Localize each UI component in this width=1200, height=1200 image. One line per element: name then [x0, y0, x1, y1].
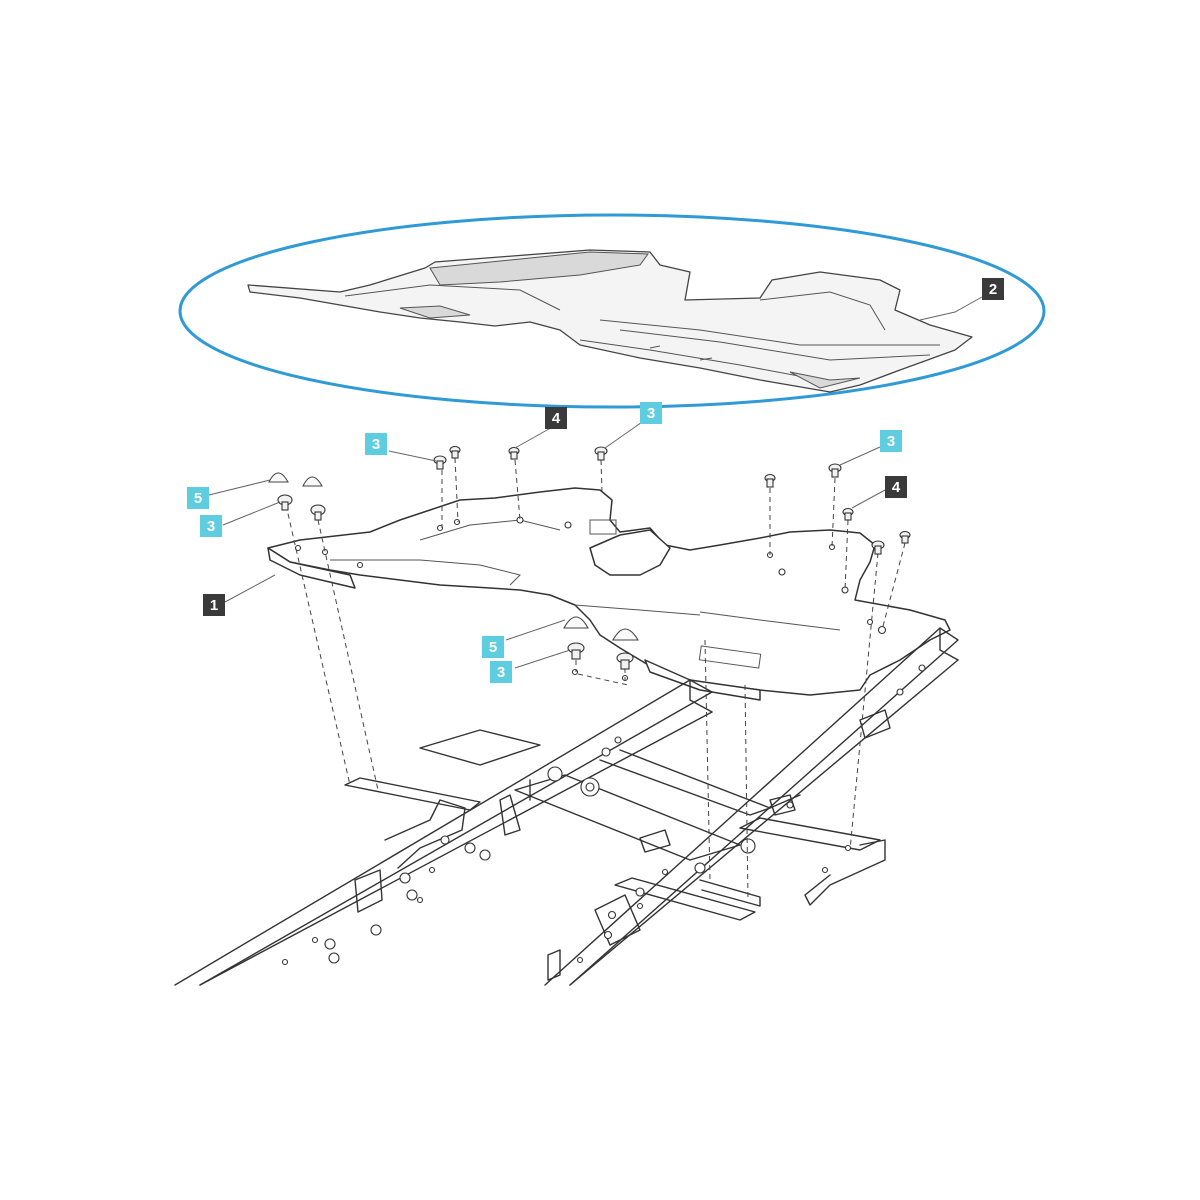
- chassis-frame: [174, 627, 959, 986]
- svg-text:3: 3: [887, 433, 895, 450]
- svg-text:5: 5: [194, 490, 202, 507]
- bolt: [433, 455, 447, 470]
- bolt: [828, 463, 842, 478]
- bolt: [310, 504, 326, 521]
- svg-text:3: 3: [372, 436, 380, 453]
- svg-text:2: 2: [989, 281, 997, 298]
- cap: [612, 628, 639, 641]
- callout-4: 4: [545, 407, 567, 429]
- floor-plate: [267, 487, 951, 701]
- callout-3: 3: [365, 433, 387, 455]
- bolt: [616, 652, 634, 670]
- bolt: [508, 446, 520, 460]
- cap: [268, 472, 289, 483]
- callout-5: 5: [482, 636, 504, 658]
- cap: [563, 616, 589, 629]
- callout-1: 1: [203, 594, 225, 616]
- cap: [302, 476, 323, 487]
- svg-text:4: 4: [552, 410, 561, 427]
- bolt: [871, 540, 885, 555]
- bolt: [899, 530, 911, 544]
- callouts: 2 4 3 3 3 5 3 4 1 5 3: [187, 278, 1004, 683]
- bolt: [449, 445, 461, 459]
- callout-4: 4: [885, 476, 907, 498]
- bolt: [764, 473, 776, 488]
- callout-3: 3: [640, 402, 662, 424]
- callout-3: 3: [200, 515, 222, 537]
- bolt: [567, 642, 585, 660]
- callout-5: 5: [187, 487, 209, 509]
- svg-text:1: 1: [210, 597, 218, 614]
- svg-text:4: 4: [892, 479, 901, 496]
- bolt: [842, 507, 854, 521]
- callout-leaders: [208, 296, 983, 669]
- svg-text:3: 3: [647, 405, 655, 422]
- floor-mat: [247, 249, 973, 393]
- assembly-lines: [285, 457, 906, 901]
- fasteners: [268, 445, 911, 670]
- bolt: [594, 446, 608, 461]
- svg-text:3: 3: [497, 664, 505, 681]
- callout-3: 3: [880, 430, 902, 452]
- svg-text:5: 5: [489, 639, 497, 656]
- callout-2: 2: [982, 278, 1004, 300]
- highlight-ring: [178, 213, 1046, 409]
- callout-3: 3: [490, 661, 512, 683]
- bolt: [277, 494, 293, 511]
- svg-text:3: 3: [207, 518, 215, 535]
